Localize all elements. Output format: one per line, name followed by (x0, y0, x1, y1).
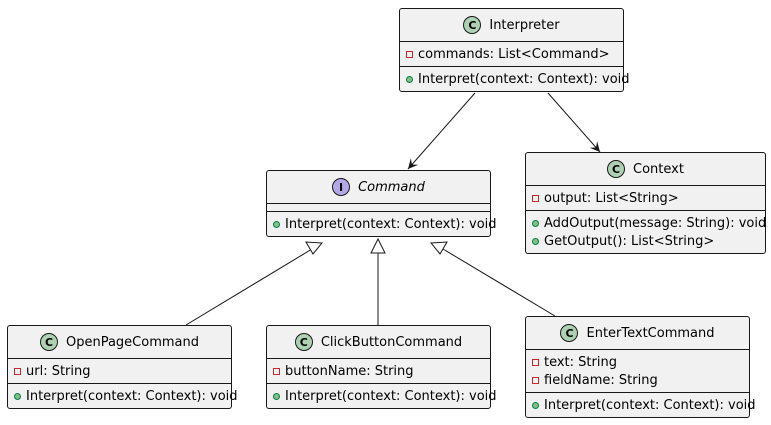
interface-badge-icon: I (332, 178, 351, 196)
class-enter-text-command[interactable]: C EnterTextCommand text: String fieldName… (525, 316, 756, 418)
public-method-icon (273, 392, 280, 400)
method: Interpret(context: Context): void (26, 388, 238, 404)
method: Interpret(context: Context): void (285, 216, 497, 232)
interface-name: Command (358, 179, 425, 195)
class-name: EnterTextCommand (586, 325, 715, 341)
public-method-icon (532, 237, 539, 245)
class-badge-icon: C (39, 333, 58, 351)
method: Interpret(context: Context): void (418, 71, 630, 87)
field: text: String (544, 354, 617, 370)
class-name: Interpreter (489, 17, 560, 33)
edge-openpage-command (185, 248, 313, 326)
realization-head-openpage (305, 241, 324, 255)
method: AddOutput(message: String): void (544, 215, 767, 231)
class-badge-icon: C (607, 160, 626, 178)
class-open-page-command[interactable]: C OpenPageCommand url: String Interpret(c… (7, 325, 238, 409)
empty-fields-section (267, 203, 490, 211)
edge-interpreter-command (407, 92, 476, 170)
class-name: OpenPageCommand (65, 334, 199, 350)
class-badge-icon: C (463, 16, 482, 34)
method: Interpret(context: Context): void (544, 397, 756, 413)
private-field-icon (532, 194, 539, 202)
private-field-icon (273, 367, 280, 375)
public-method-icon (406, 75, 413, 83)
class-context[interactable]: C Context output: List<String> AddOutput(… (525, 152, 766, 254)
field: fieldName: String (544, 372, 658, 388)
field: output: List<String> (544, 190, 679, 206)
class-click-button-command[interactable]: C ClickButtonCommand buttonName: String I… (266, 325, 497, 409)
method: Interpret(context: Context): void (285, 388, 497, 404)
class-badge-icon: C (294, 333, 313, 351)
class-badge-icon: C (560, 324, 579, 342)
public-method-icon (14, 392, 21, 400)
field: commands: List<Command> (418, 46, 610, 62)
interface-command[interactable]: I Command Interpret(context: Context): vo… (266, 170, 497, 237)
private-field-icon (532, 376, 539, 384)
private-field-icon (406, 50, 413, 58)
field: url: String (26, 363, 91, 379)
class-name: Context (633, 161, 684, 177)
private-field-icon (14, 367, 21, 375)
private-field-icon (532, 358, 539, 366)
method: GetOutput(): List<String> (544, 233, 715, 249)
edge-entertext-command (442, 248, 556, 317)
class-name: ClickButtonCommand (320, 334, 463, 350)
public-method-icon (532, 219, 539, 227)
field: buttonName: String (285, 363, 414, 379)
realization-head-clickbutton (370, 237, 386, 254)
class-interpreter[interactable]: C Interpreter commands: List<Command> Int… (399, 8, 630, 92)
edge-interpreter-context (547, 92, 601, 153)
public-method-icon (273, 220, 280, 228)
public-method-icon (532, 401, 539, 409)
realization-head-entertext (429, 241, 448, 255)
